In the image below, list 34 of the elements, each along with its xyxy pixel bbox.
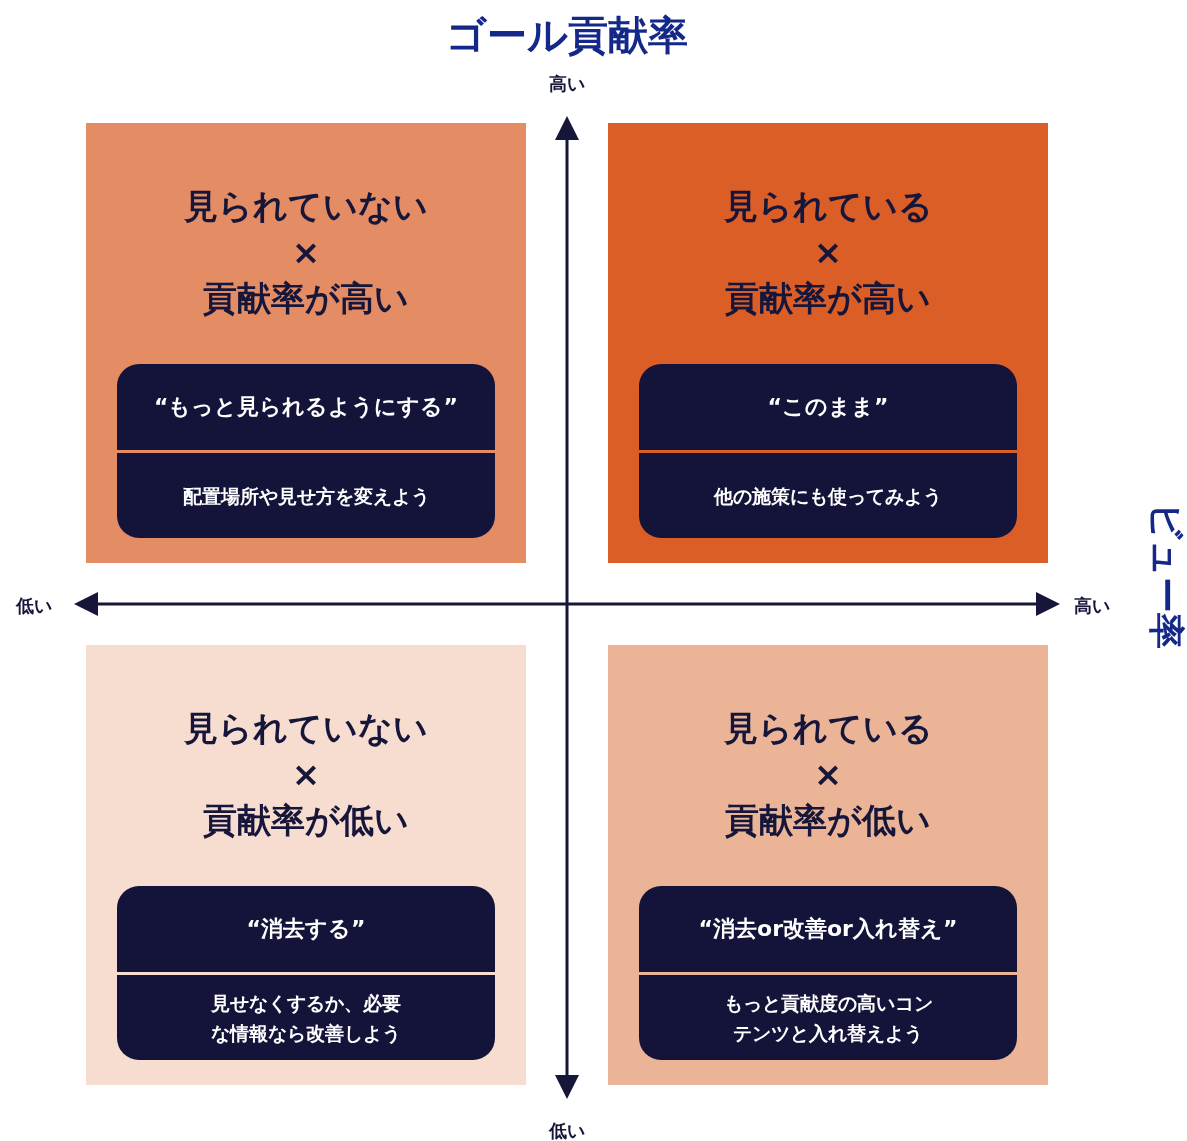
card-text: もっと貢献度の高いコンテンツと入れ替えよう	[722, 990, 934, 1046]
action-card	[117, 364, 495, 538]
axis-end-label: 低い	[16, 594, 52, 618]
quadrant-heading: 見られていない	[183, 185, 429, 228]
quadrant-heading: 貢献率が低い	[202, 799, 410, 842]
action-card	[639, 886, 1017, 1060]
card-title: “このまま”	[766, 393, 890, 421]
quadrant-heading: 見られていない	[183, 707, 429, 750]
multiply-sign: ×	[290, 231, 322, 274]
quadrant-heading: 見られている	[722, 185, 934, 228]
axis-end-label: 高い	[549, 72, 585, 96]
multiply-sign: ×	[812, 753, 844, 796]
quadrant-heading: 見られている	[722, 707, 934, 750]
quadrant-panel	[86, 123, 526, 563]
multiply-sign: ×	[290, 753, 322, 796]
quadrant-heading: 貢献率が高い	[202, 277, 410, 320]
quadrant-panel	[608, 123, 1048, 563]
axis-end-label: 高い	[1074, 594, 1110, 618]
card-title: “もっと見られるようにする”	[153, 393, 459, 421]
quadrant-panel	[86, 645, 526, 1085]
axis-title: ビュー率	[1144, 502, 1187, 648]
axis-title: ゴール貢献率	[446, 11, 688, 60]
multiply-sign: ×	[812, 231, 844, 274]
quadrant-heading: 貢献率が低い	[724, 799, 932, 842]
card-title: “消去する”	[245, 915, 367, 943]
card-text: 他の施策にも使ってみよう	[712, 483, 943, 509]
card-text: 見せなくするか、必要な情報なら改善しよう	[210, 990, 402, 1046]
action-card	[117, 886, 495, 1060]
action-card	[639, 364, 1017, 538]
card-title: “消去or改善or入れ替え”	[697, 915, 959, 943]
card-text: 配置場所や見せ方を変えよう	[181, 483, 431, 509]
quadrant-panel	[608, 645, 1048, 1085]
quadrant-heading: 貢献率が高い	[724, 277, 932, 320]
axis-end-label: 低い	[549, 1119, 585, 1141]
